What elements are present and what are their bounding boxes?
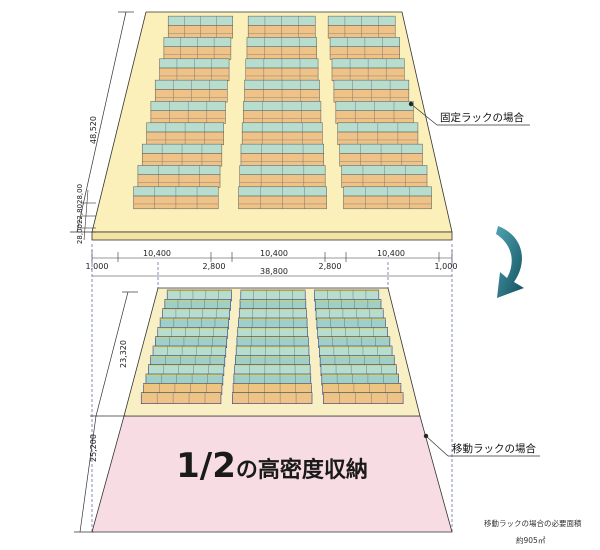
- fixed-rack-unit: [341, 165, 428, 188]
- top-depth-dimension: [70, 11, 134, 233]
- gap-label-left: 1,000: [86, 262, 109, 271]
- gap-label-3: 2,800: [319, 262, 342, 271]
- fixed-rack-unit: [146, 122, 224, 146]
- fixed-rack-unit: [240, 143, 325, 167]
- fixed-rack-unit: [339, 143, 423, 167]
- fixed-rack-unit: [247, 15, 316, 39]
- top-callout-label: 固定ラックの場合: [440, 111, 524, 124]
- gap-label-right: 1,000: [435, 262, 458, 271]
- bottom-callout-label: 移動ラックの場合: [452, 442, 536, 455]
- top-rack-rows: [133, 15, 432, 210]
- fixed-rack-unit: [238, 186, 327, 210]
- headline: 1/2の高密度収納: [176, 446, 368, 486]
- fixed-rack-unit: [239, 165, 326, 188]
- top-floor-front-edge: [91, 231, 453, 241]
- fixed-rack-unit: [343, 186, 432, 210]
- top-aisle-dimension: [80, 189, 96, 241]
- row-width-label-2: 10,400: [260, 249, 288, 258]
- fixed-rack-unit: [154, 79, 228, 103]
- row-width-label-1: 10,400: [143, 249, 171, 258]
- area-note-title: 移動ラックの場合の必要面積: [484, 518, 582, 528]
- headline-ratio: 1/2: [176, 446, 236, 486]
- mobile-rack-block: [140, 289, 232, 404]
- fixed-rack-unit: [327, 15, 396, 39]
- row-width-label-3: 10,400: [377, 249, 405, 258]
- fixed-rack-unit: [329, 37, 400, 60]
- fixed-rack-unit: [331, 58, 405, 82]
- mobile-rack-block: [232, 289, 313, 404]
- total-width-label: 38,800: [260, 267, 288, 276]
- top-depth-label: 48,520: [89, 116, 98, 144]
- bottom-depth-dimension: [74, 291, 138, 533]
- fixed-rack-unit: [245, 58, 319, 82]
- top-callout: [408, 101, 530, 126]
- headline-rest: の高密度収納: [236, 457, 368, 483]
- bottom-callout: [423, 433, 540, 457]
- fixed-rack-unit: [163, 37, 232, 60]
- rack-depth-label: 23,320: [119, 340, 128, 368]
- bottom-rack-blocks: [140, 289, 404, 404]
- fixed-rack-unit: [335, 101, 414, 124]
- fixed-rack-unit: [337, 122, 419, 146]
- fixed-rack-unit: [246, 37, 317, 60]
- free-depth-label: 25,200: [89, 434, 98, 462]
- gap-label-2: 2,800: [203, 262, 226, 271]
- fixed-rack-unit: [150, 101, 226, 124]
- mobile-rack-block: [314, 289, 404, 404]
- top-aisle-label: 28,0022,8028,00: [76, 184, 84, 244]
- fixed-rack-unit: [141, 143, 223, 167]
- fixed-rack-unit: [243, 101, 322, 124]
- fixed-rack-unit: [244, 79, 320, 103]
- fixed-rack-unit: [241, 122, 323, 146]
- fixed-rack-unit: [137, 165, 221, 188]
- fixed-rack-unit: [333, 79, 410, 103]
- fixed-rack-unit: [133, 186, 219, 210]
- fixed-rack-unit: [159, 58, 230, 82]
- area-note-value: 約905㎡: [516, 535, 546, 545]
- fixed-rack-unit: [167, 15, 233, 39]
- transition-arrow-icon: [496, 226, 524, 298]
